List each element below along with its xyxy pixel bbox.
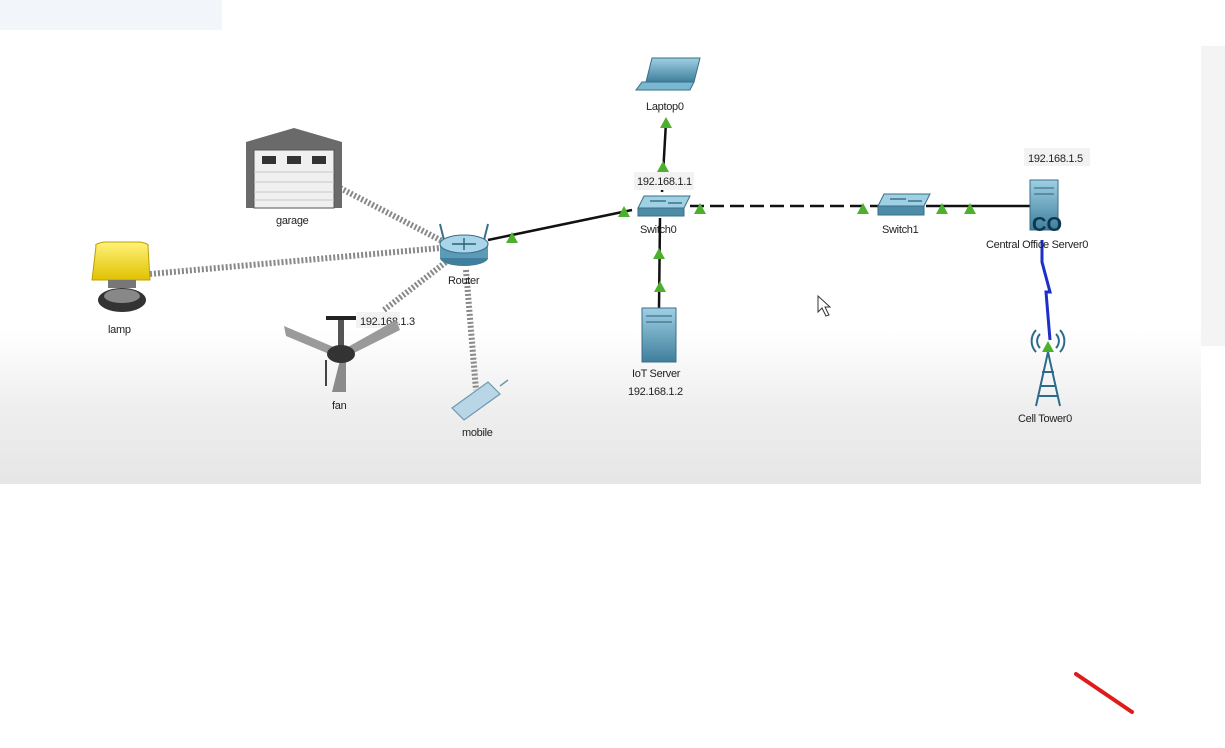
link-server-celltower <box>1040 240 1052 341</box>
ceiling-fan-icon <box>284 316 400 392</box>
port-up-icon <box>653 248 665 259</box>
device-fan[interactable]: 192.168.1.3 fan <box>284 312 415 412</box>
mouse-cursor-icon <box>817 294 832 317</box>
device-switch0[interactable]: 192.168.1.1 Switch0 <box>634 172 694 236</box>
device-router[interactable]: Router <box>439 223 489 287</box>
device-mobile[interactable]: mobile <box>451 379 509 439</box>
switch-icon <box>637 195 691 209</box>
link-router-switch0 <box>487 208 633 242</box>
device-label: Switch1 <box>882 224 919 236</box>
device-label: garage <box>276 215 309 227</box>
device-laptop0[interactable]: Laptop0 <box>635 57 701 113</box>
port-up-icon <box>660 117 672 128</box>
cell-tower-icon <box>1030 329 1066 407</box>
server-icon <box>641 307 677 363</box>
ip-label: 192.168.1.2 <box>628 386 683 398</box>
port-up-icon <box>654 281 666 292</box>
switch-icon <box>877 193 931 207</box>
device-label: fan <box>332 400 347 412</box>
device-label: lamp <box>108 324 131 336</box>
device-label: Central Office Server0 <box>986 239 1088 251</box>
port-up-icon <box>694 203 706 214</box>
red-annotation-stroke <box>1074 672 1134 714</box>
device-switch1[interactable]: Switch1 <box>877 193 931 236</box>
wireless-link-garage-router <box>338 185 450 247</box>
port-up-icon <box>964 203 976 214</box>
device-label: Cell Tower0 <box>1018 413 1072 425</box>
device-central-office-server0[interactable]: 192.168.1.5 CO Central Office Server0 <box>986 148 1090 251</box>
device-garage[interactable]: garage <box>246 128 342 227</box>
logical-workspace[interactable]: Laptop0 192.168.1.1 Switch0 Switch1 192.… <box>0 30 1201 484</box>
device-label: mobile <box>462 427 493 439</box>
mobile-device-icon <box>451 381 501 421</box>
port-up-icon <box>1042 341 1054 352</box>
device-lamp[interactable]: lamp <box>91 241 151 336</box>
topology-canvas[interactable]: Laptop0 192.168.1.1 Switch0 Switch1 192.… <box>0 30 1201 484</box>
ip-label: 192.168.1.3 <box>360 316 415 328</box>
co-badge: CO <box>1032 214 1062 236</box>
ip-label: 192.168.1.1 <box>637 176 692 188</box>
device-label: Switch0 <box>640 224 677 236</box>
link-switch0-iotserver <box>657 217 662 309</box>
device-label: Router <box>448 275 480 287</box>
top-toolbar-strip <box>0 0 222 30</box>
wireless-link-fan-router <box>382 259 448 313</box>
device-iot-server[interactable]: IoT Server 192.168.1.2 <box>628 307 683 398</box>
port-up-icon <box>936 203 948 214</box>
port-up-icon <box>618 206 630 217</box>
port-up-icon <box>657 161 669 172</box>
port-up-icon <box>506 232 518 243</box>
wireless-link-mobile-router <box>463 269 479 391</box>
wireless-link-lamp-router <box>149 245 441 277</box>
laptop-icon <box>645 57 701 83</box>
device-label: Laptop0 <box>646 101 684 113</box>
ip-label: 192.168.1.5 <box>1028 153 1083 165</box>
device-cell-tower0[interactable]: Cell Tower0 <box>1018 329 1072 425</box>
port-up-icon <box>857 203 869 214</box>
right-panel-edge <box>1201 46 1225 346</box>
device-label: IoT Server <box>632 368 681 380</box>
lamp-icon <box>91 241 151 281</box>
port-status-indicators <box>506 117 1054 352</box>
